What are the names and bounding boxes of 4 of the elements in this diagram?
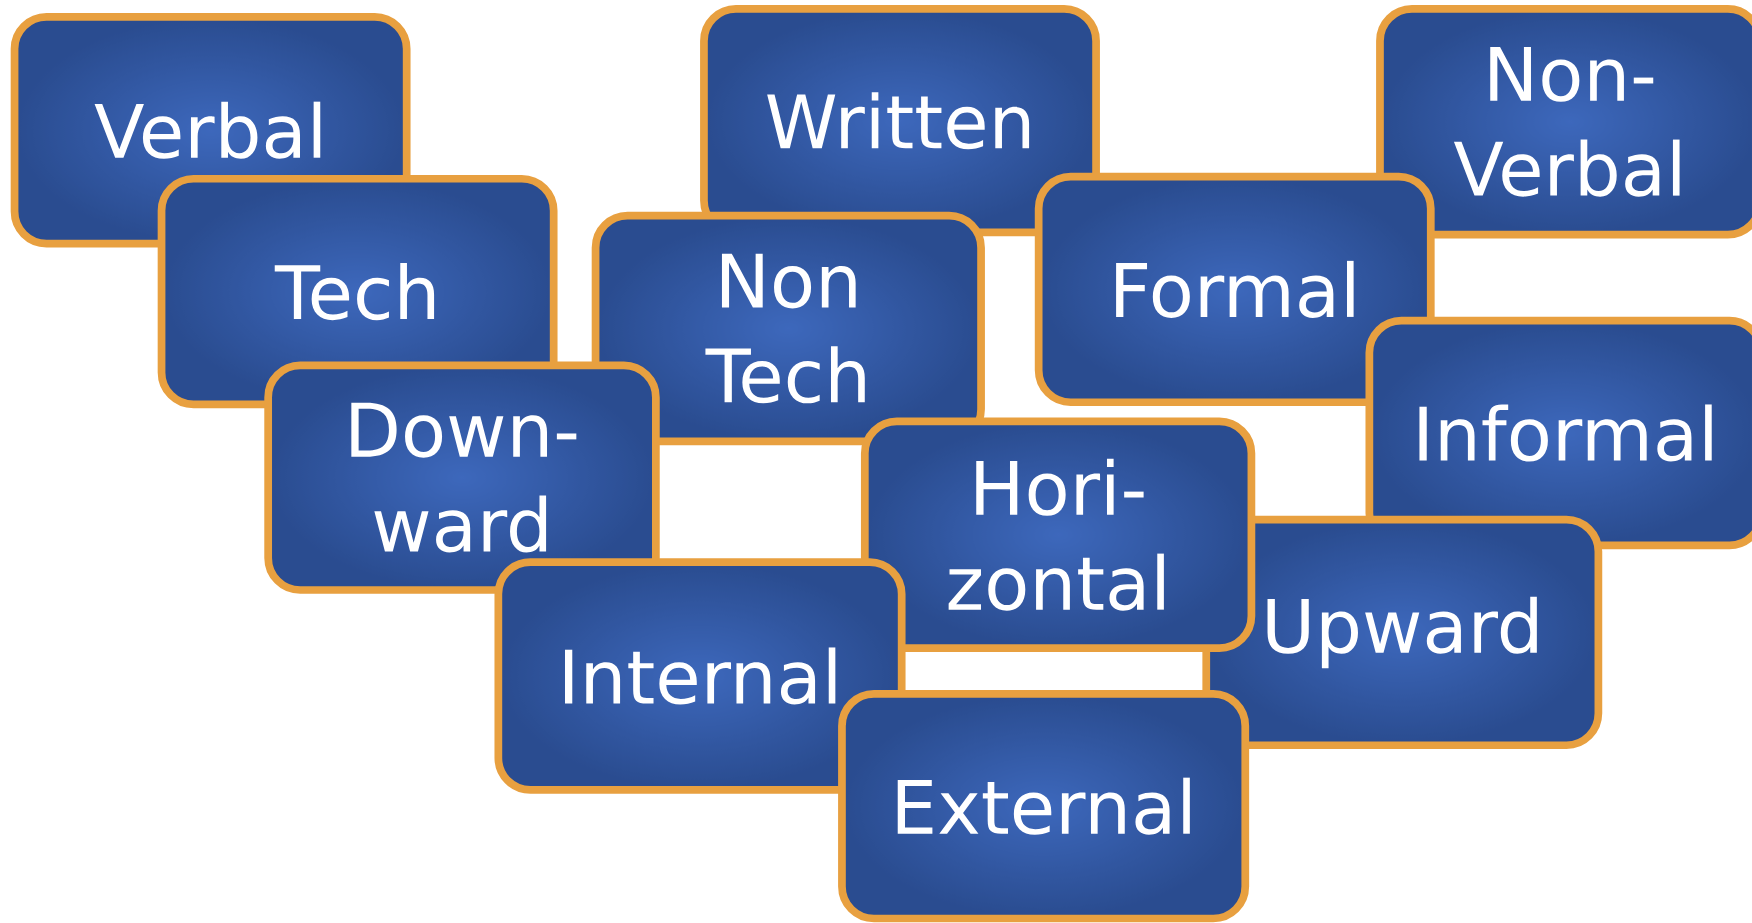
label-box: Hori-zontal [860,417,1256,652]
label-box: Non-Verbal [1376,5,1752,239]
label-box: Formal [1034,172,1435,407]
label-box: External [838,690,1250,923]
